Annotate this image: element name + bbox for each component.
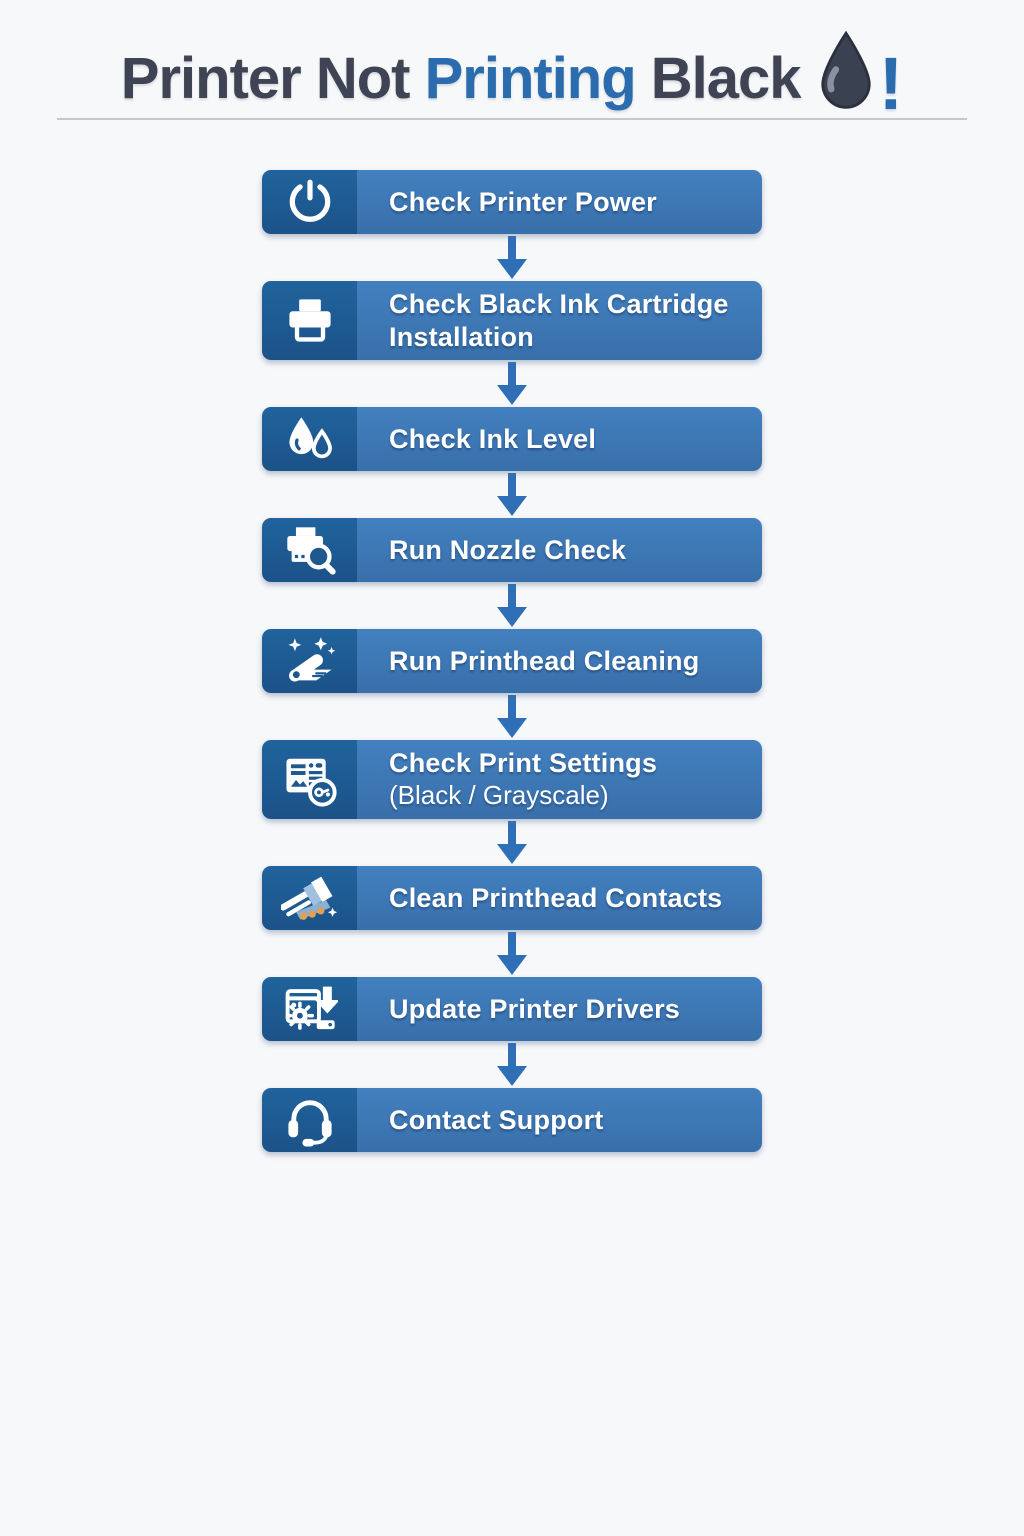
flow-arrow-down-icon — [262, 1041, 762, 1088]
driver-update-icon — [262, 977, 357, 1041]
ink-drop-icon — [817, 30, 875, 117]
headset-icon — [262, 1088, 357, 1152]
title-part-accent: Printing — [424, 45, 637, 111]
step-label-cell: Update Printer Drivers — [357, 977, 762, 1041]
step-label-cell: Check Print Settings (Black / Grayscale) — [357, 740, 762, 819]
step-label: Check Ink Level — [389, 423, 597, 454]
cleaning-wand-icon — [262, 629, 357, 693]
step-label-cell: Clean Printhead Contacts — [357, 866, 762, 930]
header-divider — [57, 118, 967, 120]
step-check-ink-level: Check Ink Level — [262, 407, 762, 471]
step-label-cell: Run Nozzle Check — [357, 518, 762, 582]
step-label-cell: Check Printer Power — [357, 170, 762, 234]
ink-drops-icon — [262, 407, 357, 471]
exclamation-mark: ! — [878, 41, 904, 125]
step-check-printer-power: Check Printer Power — [262, 170, 762, 234]
step-label: Check Print Settings — [389, 748, 658, 779]
step-label: Run Nozzle Check — [389, 534, 627, 565]
step-label: Run Printhead Cleaning — [389, 645, 700, 676]
step-run-printhead-cleaning: Run Printhead Cleaning — [262, 629, 762, 693]
step-label: Check Printer Power — [389, 186, 657, 217]
flow-arrow-down-icon — [262, 360, 762, 407]
step-sublabel: (Black / Grayscale) — [389, 780, 609, 811]
power-icon — [262, 170, 357, 234]
step-label-cell: Check Ink Level — [357, 407, 762, 471]
printer-icon — [262, 281, 357, 360]
step-label-cell: Run Printhead Cleaning — [357, 629, 762, 693]
step-label: Contact Support — [389, 1104, 604, 1135]
header: Printer Not Printing Black ! — [0, 0, 1024, 125]
brush-icon — [262, 866, 357, 930]
step-label: Check Black Ink Cartridge Installation — [389, 288, 729, 352]
step-run-nozzle-check: Run Nozzle Check — [262, 518, 762, 582]
title-part-dark-2: Black — [635, 45, 802, 111]
step-label-cell: Check Black Ink Cartridge Installation — [357, 281, 762, 360]
step-check-print-settings: Check Print Settings (Black / Grayscale) — [262, 740, 762, 819]
step-label: Clean Printhead Contacts — [389, 882, 723, 913]
title-part-dark-1: Printer Not — [120, 45, 425, 111]
step-label: Update Printer Drivers — [389, 993, 680, 1024]
printer-magnifier-icon — [262, 518, 357, 582]
flow-arrow-down-icon — [262, 582, 762, 629]
print-settings-icon — [262, 740, 357, 819]
step-update-printer-drivers: Update Printer Drivers — [262, 977, 762, 1041]
step-clean-printhead-contacts: Clean Printhead Contacts — [262, 866, 762, 930]
flow-arrow-down-icon — [262, 234, 762, 281]
flow-arrow-down-icon — [262, 930, 762, 977]
flow-arrow-down-icon — [262, 471, 762, 518]
page-title: Printer Not Printing Black — [120, 45, 802, 112]
step-check-black-ink-cartridge-installation: Check Black Ink Cartridge Installation — [262, 281, 762, 360]
flow-arrow-down-icon — [262, 693, 762, 740]
troubleshooting-flowchart: Check Printer Power Check Black Ink Cart… — [262, 170, 762, 1152]
flow-arrow-down-icon — [262, 819, 762, 866]
step-contact-support: Contact Support — [262, 1088, 762, 1152]
step-label-cell: Contact Support — [357, 1088, 762, 1152]
